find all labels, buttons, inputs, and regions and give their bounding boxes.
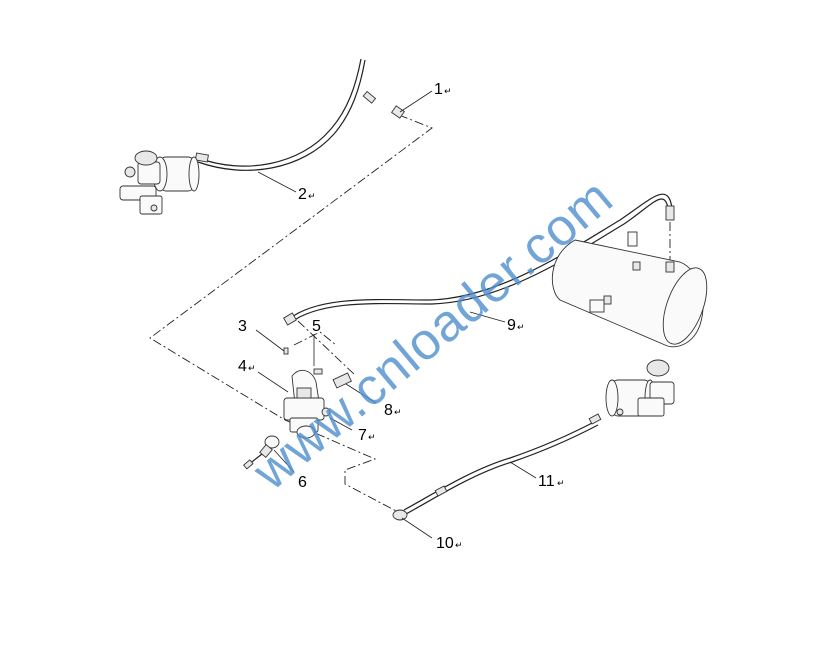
hose-upper [194,58,377,171]
fitting-6 [243,435,280,470]
return-mark-7: ↵ [368,433,376,443]
callout-8: 8 [384,402,393,419]
return-mark-10: ↵ [455,541,463,551]
callout-4: 4 [238,358,247,375]
callout-9: 9 [507,317,516,334]
watermark-text: www.cnloader.com [242,168,624,502]
return-mark-2: ↵ [308,192,316,202]
valve-assembly [283,347,352,439]
callout-5: 5 [312,318,321,335]
hose-long [283,193,675,326]
callout-7: 7 [358,427,367,444]
callout-10: 10 [436,535,454,552]
brake-chamber-lower [605,359,675,417]
callout-labels: 1 ↵ 2 ↵ 3 4 ↵ 5 6 7 ↵ 8 ↵ 9 ↵ 10 ↵ 11 ↵ [238,81,565,552]
return-mark-8: ↵ [394,408,402,418]
return-mark-4: ↵ [248,364,256,374]
air-tank [551,231,708,348]
callout-1: 1 [434,81,443,98]
return-mark-1: ↵ [444,87,452,97]
return-mark-11: ↵ [557,479,565,489]
callout-2: 2 [298,186,307,203]
brake-chamber-upper [119,150,200,215]
fitting-10 [392,509,408,521]
callout-3: 3 [238,318,247,335]
return-mark-9: ↵ [517,323,525,333]
callout-6: 6 [298,474,307,491]
leader-lines [255,90,537,539]
hose-lower [403,413,602,515]
fitting-1 [390,105,406,119]
callout-11: 11 [538,473,555,490]
